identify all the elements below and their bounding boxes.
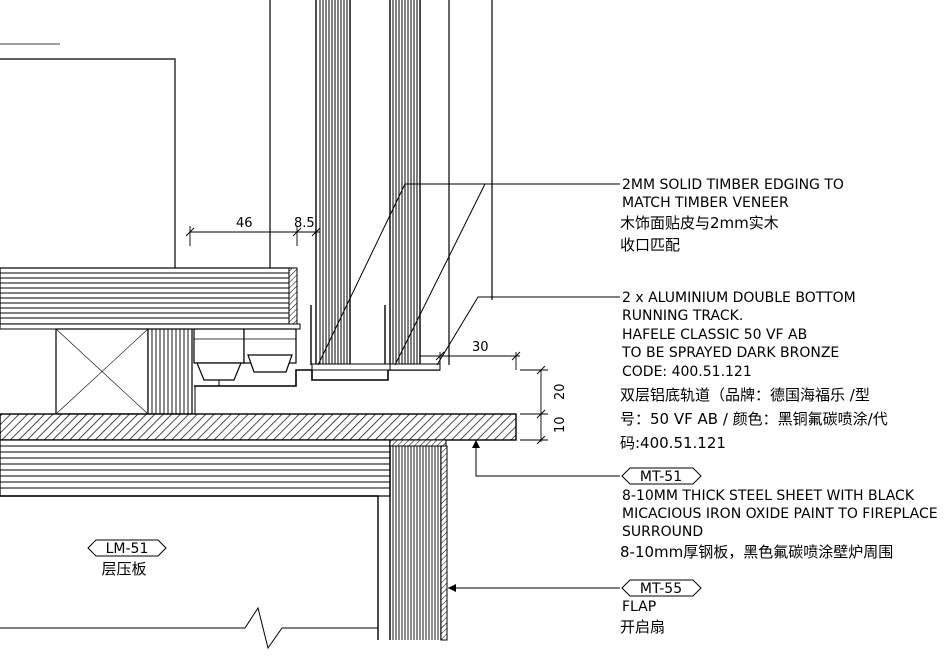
annotation-mt-55: MT-55 FLAP 开启扇 (620, 579, 702, 636)
mt51-line-1: 8-10MM THICK STEEL SHEET WITH BLACK (622, 488, 915, 504)
track-cn-1: 双层铝底轨道（品牌：德国海福乐 /型 (620, 386, 870, 404)
mt51-line-3: SURROUND (622, 524, 703, 540)
track-line-3: HAFELE CLASSIC 50 VF AB (622, 327, 807, 343)
dim-8-5: 8.5 (294, 216, 315, 231)
dim-10: 10 (553, 416, 568, 433)
track-cn-3: 码:400.51.121 (620, 434, 726, 452)
mt51-tag (621, 467, 702, 485)
annotation-running-track: 2 x ALUMINIUM DOUBLE BOTTOM RUNNING TRAC… (620, 290, 888, 452)
dim-46: 46 (236, 216, 253, 231)
edging-cn-1: 木饰面贴皮与2mm实木 (620, 214, 779, 232)
leader-lines (317, 183, 620, 589)
support-frame (0, 323, 301, 415)
edging-line-2: MATCH TIMBER VENEER (622, 195, 789, 211)
mt51-arrowhead (472, 440, 480, 448)
aluminium-running-track (193, 328, 441, 414)
laminated-shelf (0, 267, 298, 329)
mt51-tag-label: MT-51 (640, 469, 682, 485)
annotation-lm-51: LM-51 层压板 (87, 539, 167, 578)
steel-sheet-hatched (0, 413, 517, 441)
dim-30: 30 (472, 340, 489, 355)
mt55-cn-1: 开启扇 (620, 618, 665, 636)
mt55-tag-label: MT-55 (640, 581, 682, 597)
lm51-tag (87, 539, 167, 557)
vertical-timber-panel (269, 0, 493, 370)
edging-line-1: 2MM SOLID TIMBER EDGING TO (622, 177, 844, 193)
mt51-line-2: MICACIOUS IRON OXIDE PAINT TO FIREPLACE (622, 506, 938, 522)
track-line-5: CODE: 400.51.121 (622, 364, 752, 380)
lower-laminated-board (0, 439, 391, 650)
edging-cn-2: 收口匹配 (620, 236, 680, 254)
flap-vertical-panel (389, 439, 448, 641)
dimension-lines (185, 226, 548, 445)
upper-cabinet-outline (0, 43, 176, 268)
track-cn-2: 号：50 VF AB / 颜色：黑铜氟碳喷涂/代 (620, 410, 888, 428)
mt51-cn-1: 8-10mm厚钢板，黑色氟碳喷涂壁炉周围 (620, 543, 893, 561)
dim-20: 20 (553, 383, 568, 400)
mt55-tag (621, 579, 702, 597)
track-line-1: 2 x ALUMINIUM DOUBLE BOTTOM (622, 290, 856, 306)
mt55-arrowhead (448, 584, 456, 592)
track-line-2: RUNNING TRACK. (622, 308, 743, 324)
lm51-tag-label: LM-51 (106, 541, 149, 557)
lm51-cn-1: 层压板 (101, 560, 146, 578)
mt55-line-1: FLAP (622, 599, 656, 615)
track-line-4: TO BE SPRAYED DARK BRONZE (621, 345, 839, 361)
annotation-mt-51: MT-51 8-10MM THICK STEEL SHEET WITH BLAC… (620, 467, 938, 561)
annotation-timber-edging: 2MM SOLID TIMBER EDGING TO MATCH TIMBER … (620, 177, 844, 254)
